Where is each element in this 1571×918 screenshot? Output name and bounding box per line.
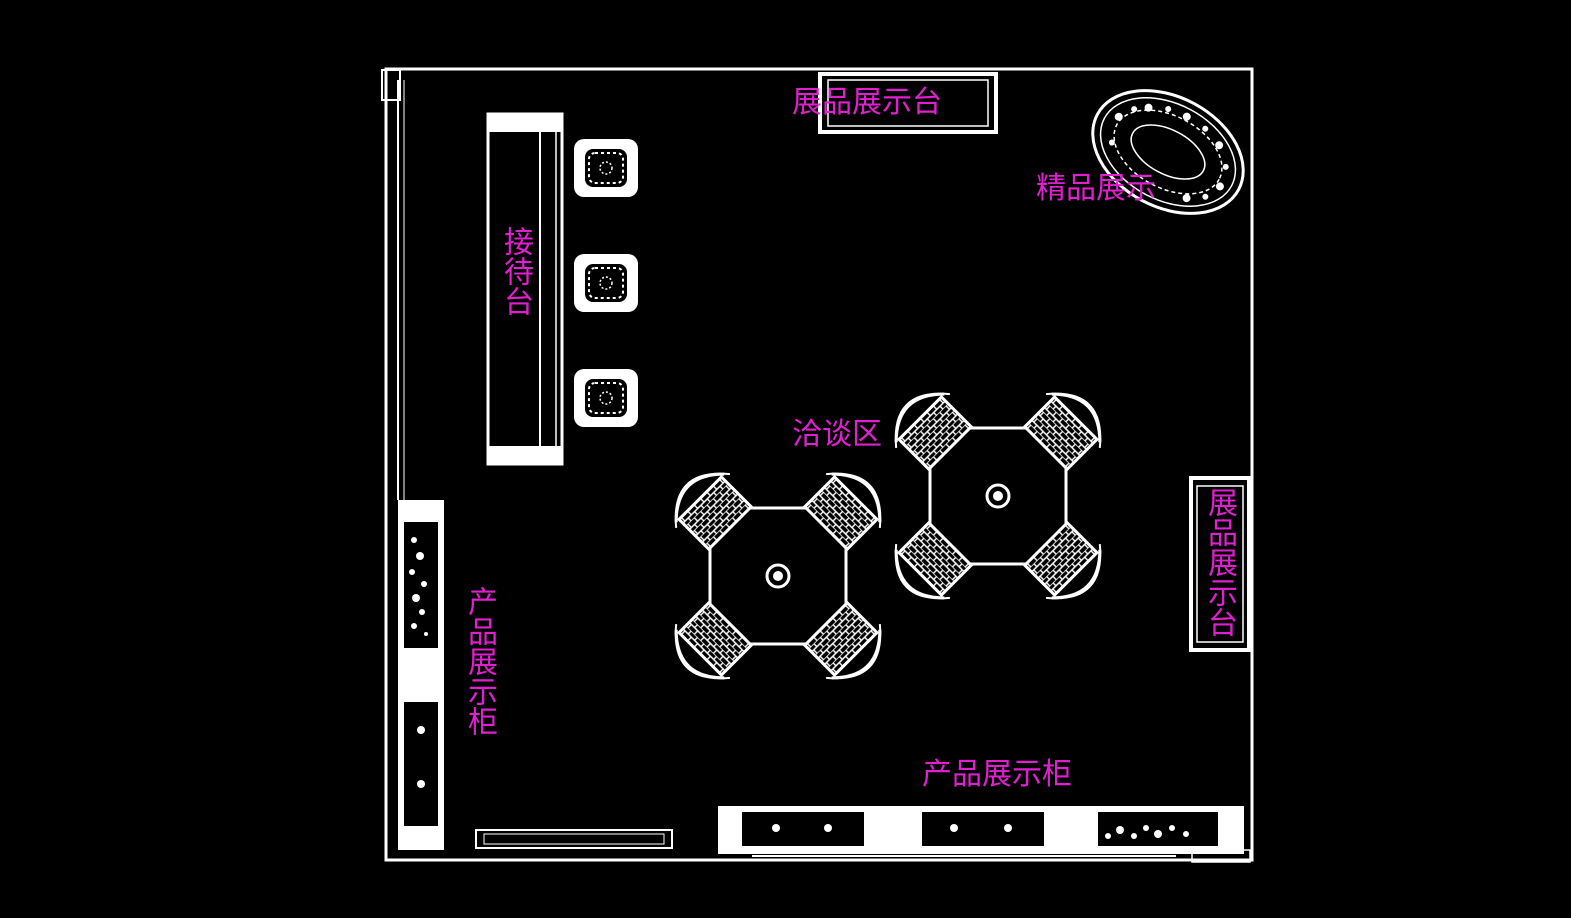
label-product-cabinet-bottom: 产品展示柜 xyxy=(922,757,1072,792)
product-cabinet-left xyxy=(398,500,444,850)
label-display-stand-right: 展品展示台 xyxy=(1202,487,1237,637)
negotiation-table-set-2 xyxy=(878,376,1118,616)
room-walls xyxy=(381,67,1254,863)
display-stand-right xyxy=(1189,476,1251,652)
reception-desk xyxy=(486,112,564,466)
label-reception-desk: 接待台 xyxy=(498,226,533,316)
reception-stools xyxy=(573,138,639,428)
label-premium-display: 精品展示 xyxy=(1036,171,1156,206)
negotiation-table-set-1 xyxy=(658,456,898,696)
label-negotiation-area: 洽谈区 xyxy=(792,417,882,452)
label-display-stand-top: 展品展示台 xyxy=(792,85,942,120)
label-product-cabinet-left: 产品展示柜 xyxy=(462,586,497,736)
display-stand-top xyxy=(818,72,998,134)
premium-display-oval xyxy=(1091,89,1245,215)
product-cabinet-bottom xyxy=(475,806,1244,857)
